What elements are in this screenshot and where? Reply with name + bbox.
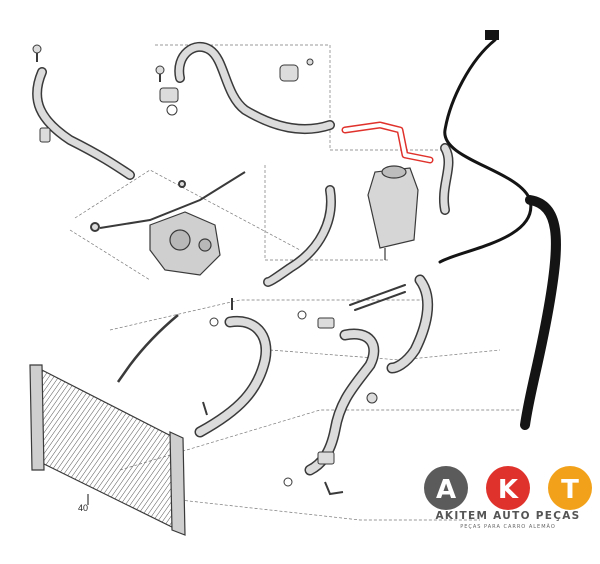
black-long-hose (438, 30, 561, 430)
top-center-hose (174, 41, 335, 135)
top-center-fittings (155, 58, 314, 116)
logo-letter-t: T (561, 475, 579, 505)
logo-letter-k: K (498, 475, 519, 505)
expansion-tank (367, 165, 419, 260)
logo-letter-a: A (436, 475, 456, 505)
logo-subtitle: PEÇAS PARA CARRO ALEMÃO (460, 524, 556, 530)
reservoir-hose (439, 143, 454, 215)
upper-left-hose (32, 67, 135, 180)
thin-pipe-left (90, 171, 246, 232)
highlighted-hose (341, 121, 434, 164)
upper-left-bolt (32, 44, 51, 143)
thermostat-housing (149, 211, 221, 276)
radiator-pipe (116, 314, 179, 383)
radiator (29, 364, 186, 536)
middle-hose (194, 315, 272, 438)
center-hose (263, 185, 336, 287)
small-fittings (202, 298, 378, 496)
logo-badges (424, 466, 592, 510)
akt-logo: A K T AKITEM AUTO PEÇAS PEÇAS PARA CARRO… (420, 468, 596, 530)
part-number-label: 40 (78, 503, 89, 513)
right-middle-hose (304, 274, 434, 476)
logo-letters: A K T (436, 475, 579, 505)
logo-title: AKITEM AUTO PEÇAS (435, 510, 581, 522)
